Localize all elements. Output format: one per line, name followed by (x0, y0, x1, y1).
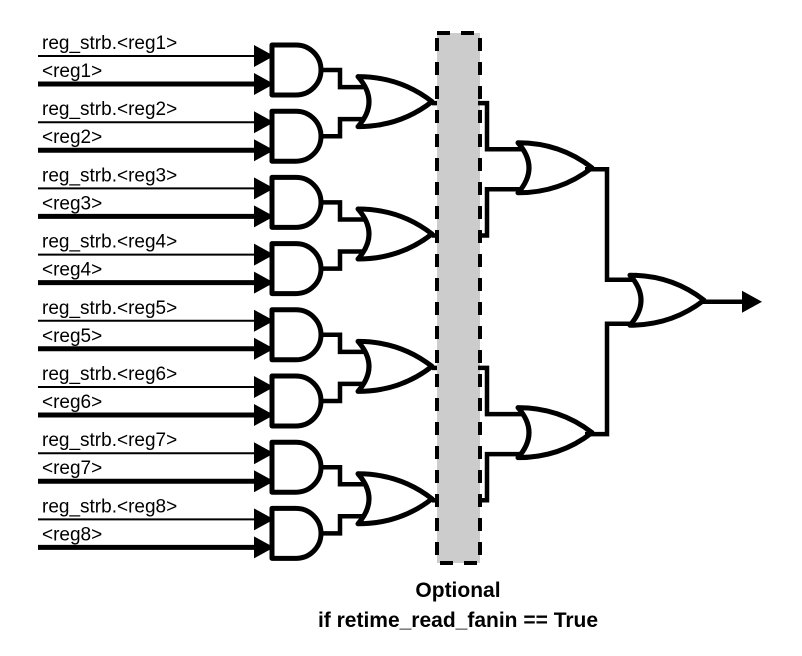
data-arrow-2 (254, 139, 274, 162)
or-gate-stage1-2 (358, 209, 432, 259)
retime-caption-line2: if retime_read_fanin == True (318, 609, 598, 632)
or-gate-stage2-1 (518, 143, 592, 193)
strobe-arrow-5 (254, 309, 274, 332)
or-stage1-gate-group (358, 77, 432, 524)
and-to-or1-link-2 (322, 116, 368, 139)
data-label-3: <reg3> (42, 193, 102, 214)
or-stage1-link-group (322, 67, 439, 536)
strobe-label-4: reg_strb.<reg4> (42, 232, 177, 253)
and-to-or1-link-7 (322, 464, 368, 487)
data-arrow-7 (254, 470, 274, 493)
and-to-or1-link-3 (322, 200, 368, 222)
and-to-or1-link-6 (322, 381, 368, 404)
strobe-arrow-2 (254, 111, 274, 134)
data-label-7: <reg7> (42, 458, 102, 479)
and-gate-group (272, 45, 321, 558)
or-stage3-gate-group (630, 275, 704, 325)
strobe-label-3: reg_strb.<reg3> (42, 165, 177, 186)
strobe-label-8: reg_strb.<reg8> (42, 496, 177, 517)
strobe-label-6: reg_strb.<reg6> (42, 364, 177, 385)
and-to-or1-link-1 (322, 67, 368, 90)
and-to-or1-link-5 (322, 332, 368, 355)
data-label-1: <reg1> (42, 61, 102, 82)
and-gate-5 (272, 310, 321, 360)
and-gate-8 (272, 508, 321, 558)
or-stage2-link-group (478, 100, 527, 503)
and-gate-4 (272, 244, 321, 294)
strobe-arrow-7 (254, 442, 274, 465)
data-arrow-6 (254, 404, 274, 426)
data-arrow-4 (254, 271, 274, 294)
data-arrow-5 (254, 337, 274, 360)
input-label-group: reg_strb.<reg1> <reg1> reg_strb.<reg2> <reg… (42, 33, 177, 545)
or1-to-or2-link-3 (478, 365, 527, 417)
or-stage2-gate-group (518, 143, 592, 458)
strobe-label-2: reg_strb.<reg2> (42, 99, 177, 120)
data-label-4: <reg4> (42, 260, 102, 281)
data-arrow-1 (254, 73, 274, 95)
strobe-arrow-4 (254, 243, 274, 266)
strobe-arrow-6 (254, 376, 274, 398)
strobe-arrow-1 (254, 45, 274, 67)
or-gate-stage1-4 (358, 474, 432, 524)
and-gate-3 (272, 177, 321, 227)
or1-to-or2-link-4 (478, 451, 527, 503)
and-gate-2 (272, 111, 321, 161)
input-wire-group (38, 45, 274, 559)
strobe-arrow-8 (254, 508, 274, 531)
strobe-label-5: reg_strb.<reg5> (42, 298, 177, 319)
data-arrow-3 (254, 205, 274, 228)
and-gate-6 (272, 376, 321, 426)
and-to-or1-link-8 (322, 514, 368, 536)
data-arrow-8 (254, 536, 274, 559)
or-gate-stage1-3 (358, 341, 432, 391)
or2-to-or3-link-1 (585, 167, 639, 282)
output-wire-group (700, 290, 762, 313)
data-label-6: <reg6> (42, 392, 102, 413)
or1-to-or2-link-2 (478, 187, 527, 238)
and-to-or1-link-4 (322, 249, 368, 271)
or1-to-or2-link-1 (478, 100, 527, 152)
final-output-arrow (742, 290, 762, 313)
or-gate-stage3-1 (630, 275, 704, 325)
data-label-5: <reg5> (42, 326, 102, 347)
or2-to-or3-link-2 (585, 321, 639, 437)
strobe-arrow-3 (254, 177, 274, 200)
or-stage3-link-group (585, 167, 639, 437)
or-gate-stage2-2 (518, 408, 592, 458)
and-gate-7 (272, 442, 321, 492)
retime-caption-line1: Optional (415, 579, 500, 602)
retime-stage-box (435, 31, 482, 565)
data-label-2: <reg2> (42, 127, 102, 148)
or-gate-stage1-1 (358, 77, 432, 127)
strobe-label-1: reg_strb.<reg1> (42, 33, 177, 54)
strobe-label-7: reg_strb.<reg7> (42, 430, 177, 451)
and-gate-1 (272, 45, 321, 95)
data-label-8: <reg8> (42, 524, 102, 545)
